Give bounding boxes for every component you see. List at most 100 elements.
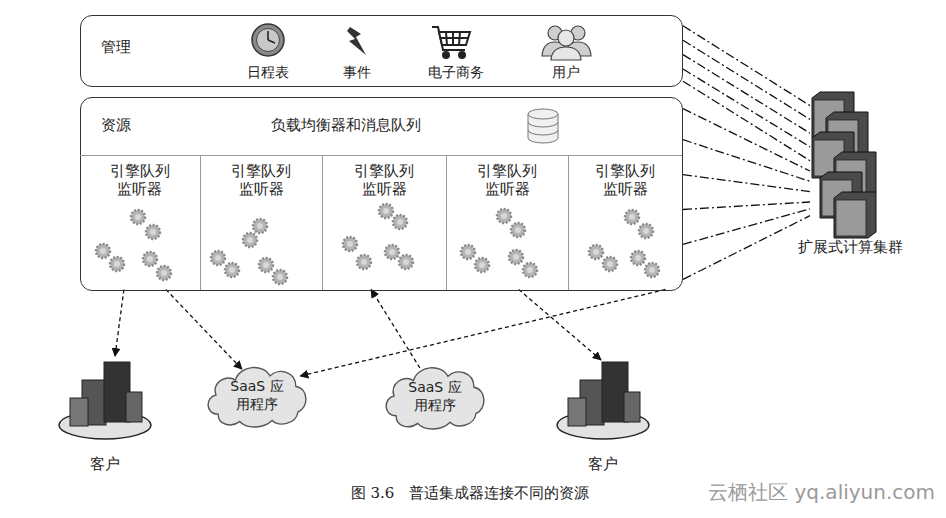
event-icon bbox=[347, 27, 366, 55]
node-title: 引擎队列 监听器 bbox=[351, 162, 417, 200]
resource-band: 资源 负载均衡器和消息队列引擎队列 监听器 引擎队列 监听器 引擎队列 监听器 引擎队列… bbox=[80, 97, 683, 291]
engine-column: 引擎队列 监听器 bbox=[200, 155, 322, 290]
gear-hub bbox=[479, 262, 485, 268]
watermark: 云栖社区 yq.aliyun.com bbox=[708, 480, 935, 504]
data-flow-arrow bbox=[115, 290, 124, 357]
figure-caption: 图 3.6 普适集成器连接不同的资源 bbox=[351, 484, 590, 502]
gear-hub bbox=[361, 259, 367, 265]
node-title: 客户 bbox=[55, 455, 155, 474]
client-building bbox=[557, 362, 649, 439]
icon-label: 事件 bbox=[343, 64, 371, 81]
gear-hub bbox=[114, 261, 120, 267]
data-flow-arrow bbox=[371, 290, 420, 369]
engine-column: 引擎队列 监听器 bbox=[80, 155, 200, 290]
cart-icon bbox=[432, 27, 470, 58]
node-title: SaaS 应用程序 bbox=[402, 379, 468, 414]
gear-hub bbox=[147, 256, 153, 262]
gear bbox=[253, 219, 267, 233]
node-title: 引擎队列 监听器 bbox=[592, 162, 658, 200]
data-flow-arrow bbox=[166, 290, 242, 370]
clock-icon bbox=[252, 24, 284, 56]
gear-hub bbox=[229, 267, 235, 273]
gear-hub bbox=[347, 241, 353, 247]
gear-hub bbox=[135, 214, 141, 220]
gear bbox=[509, 250, 523, 264]
server-stack bbox=[812, 92, 876, 238]
gear-hub bbox=[515, 227, 521, 233]
gear bbox=[475, 258, 489, 272]
node-title: 引擎队列 监听器 bbox=[474, 162, 540, 200]
gear-hub bbox=[215, 255, 221, 261]
gear bbox=[461, 245, 475, 259]
gear-hub bbox=[100, 248, 106, 254]
gear-hub bbox=[501, 213, 507, 219]
gear-hub bbox=[643, 228, 649, 234]
gear-hub bbox=[513, 254, 519, 260]
icon-label: 用户 bbox=[552, 64, 580, 81]
gear bbox=[243, 233, 257, 247]
gear-hub bbox=[161, 270, 167, 276]
saas-cloud: SaaS 应用程序 bbox=[381, 361, 489, 431]
engine-gears bbox=[96, 204, 659, 284]
gear bbox=[393, 215, 407, 229]
node-title: 扩展式计算集群 bbox=[770, 238, 930, 257]
gear bbox=[96, 244, 110, 258]
engine-column: 引擎队列 监听器 bbox=[568, 155, 682, 290]
node-title: 管理 bbox=[101, 38, 131, 57]
server-face bbox=[836, 200, 866, 236]
server bbox=[834, 192, 876, 238]
data-flow-arrow bbox=[519, 290, 601, 360]
gear bbox=[631, 251, 645, 265]
client: 客户 bbox=[553, 350, 653, 474]
node-title: 资源 bbox=[101, 116, 131, 135]
engine-column: 引擎队列 监听器 bbox=[446, 155, 568, 290]
gear-hub bbox=[607, 261, 613, 267]
engine-column: 引擎队列 监听器 bbox=[322, 155, 446, 290]
gear-hub bbox=[527, 267, 533, 273]
gear-hub bbox=[389, 249, 395, 255]
gear bbox=[273, 270, 287, 284]
saas-cloud: SaaS 应用程序 bbox=[203, 361, 311, 429]
gear bbox=[625, 210, 639, 224]
gear bbox=[589, 245, 603, 259]
icon-label: 电子商务 bbox=[428, 64, 484, 81]
compute-cluster: 扩展式计算集群 bbox=[770, 85, 930, 257]
gear bbox=[639, 224, 653, 238]
gear bbox=[357, 255, 371, 269]
gear bbox=[143, 252, 157, 266]
gear bbox=[385, 245, 399, 259]
gear-hub bbox=[247, 237, 253, 243]
gear bbox=[157, 266, 171, 280]
gear-hub bbox=[263, 262, 269, 268]
gear-hub bbox=[629, 214, 635, 220]
gear-hub bbox=[649, 267, 655, 273]
gear bbox=[211, 251, 225, 265]
gear bbox=[343, 237, 357, 251]
gear bbox=[379, 204, 393, 218]
gear-hub bbox=[397, 219, 403, 225]
node-title: 客户 bbox=[553, 455, 653, 474]
gear bbox=[399, 255, 413, 269]
gear bbox=[259, 258, 273, 272]
node-title: 引擎队列 监听器 bbox=[228, 162, 294, 200]
node-subtitle: 负载均衡器和消息队列 bbox=[271, 116, 421, 135]
gear bbox=[603, 257, 617, 271]
database-icon bbox=[528, 109, 558, 143]
gear-hub bbox=[593, 249, 599, 255]
gear bbox=[146, 225, 160, 239]
client: 客户 bbox=[55, 350, 155, 474]
gear-hub bbox=[403, 259, 409, 265]
icon-label: 日程表 bbox=[247, 64, 289, 81]
data-flow-arrow bbox=[300, 290, 665, 377]
gear-hub bbox=[465, 249, 471, 255]
gear bbox=[497, 209, 511, 223]
link-line bbox=[683, 109, 810, 280]
node-title: SaaS 应用程序 bbox=[224, 378, 290, 413]
gear-hub bbox=[383, 208, 389, 214]
gear bbox=[645, 263, 659, 277]
node-title: 引擎队列 监听器 bbox=[107, 162, 173, 200]
gear-hub bbox=[635, 255, 641, 261]
client-building bbox=[59, 362, 151, 439]
gear bbox=[225, 263, 239, 277]
